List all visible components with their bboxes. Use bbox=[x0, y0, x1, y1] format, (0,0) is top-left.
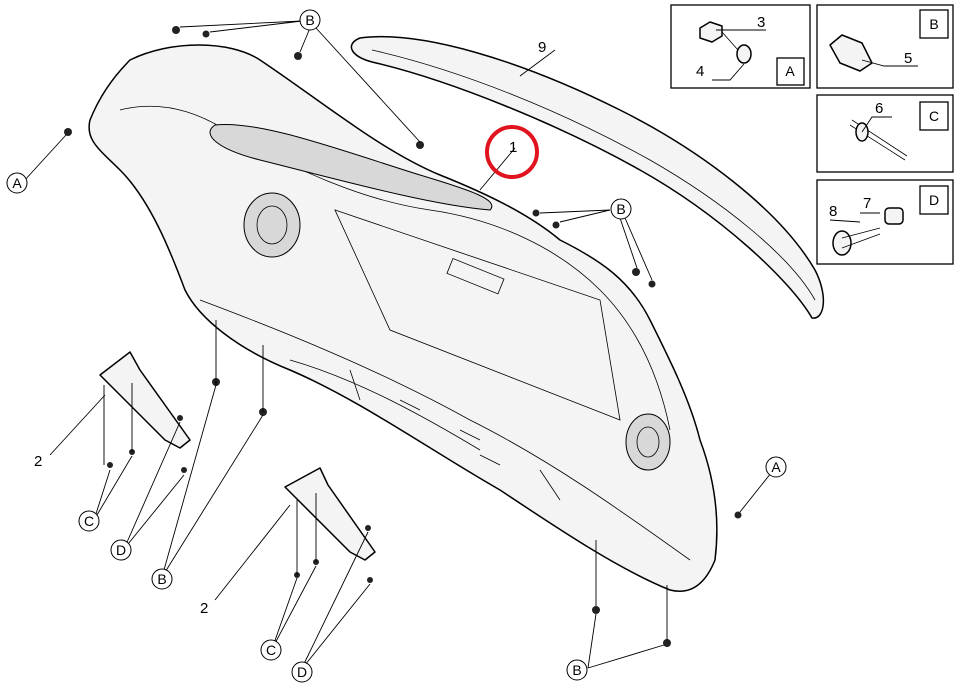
upper-opening bbox=[209, 123, 493, 211]
callout-b-mid: B bbox=[610, 198, 632, 220]
svg-text:4: 4 bbox=[696, 63, 704, 80]
callout-d-left: D bbox=[110, 539, 132, 561]
callout-b-bottom: B bbox=[566, 659, 588, 681]
nut-icon bbox=[699, 21, 723, 43]
right-reflector bbox=[625, 413, 671, 471]
svg-text:C: C bbox=[266, 642, 276, 658]
grommet-icon bbox=[884, 207, 904, 225]
inset-d[interactable]: D 7 8 bbox=[816, 179, 954, 265]
svg-text:7: 7 bbox=[863, 195, 871, 212]
leader-lines bbox=[23, 20, 776, 671]
part-number-2-right: 2 bbox=[200, 600, 208, 617]
callout-b-top: B bbox=[299, 9, 321, 31]
part-numbers: 1 2 2 9 bbox=[34, 39, 546, 617]
highlight-circle bbox=[485, 125, 539, 179]
spoiler-part[interactable] bbox=[350, 35, 825, 319]
part-number-2-left: 2 bbox=[34, 453, 42, 470]
license-plate-recess bbox=[334, 209, 621, 421]
part-number-9: 9 bbox=[538, 39, 546, 56]
svg-text:8: 8 bbox=[829, 203, 837, 220]
pin-icon bbox=[832, 230, 852, 256]
callout-a-right: A bbox=[765, 456, 787, 478]
svg-text:B: B bbox=[616, 201, 625, 217]
svg-text:6: 6 bbox=[875, 100, 883, 117]
svg-text:D: D bbox=[297, 664, 307, 680]
svg-text:B: B bbox=[572, 662, 581, 678]
svg-text:B: B bbox=[157, 571, 166, 587]
left-reflector bbox=[243, 192, 301, 258]
inset-c[interactable]: C 6 bbox=[816, 94, 954, 173]
inset-a[interactable]: A 3 4 bbox=[670, 4, 811, 89]
letter-callouts: A B B A C D B C D B bbox=[6, 9, 787, 683]
svg-text:A: A bbox=[12, 175, 22, 191]
inset-b[interactable]: B 5 bbox=[816, 4, 954, 89]
callout-c-left: C bbox=[78, 510, 100, 532]
svg-text:B: B bbox=[305, 12, 314, 28]
callout-a-left: A bbox=[6, 172, 28, 194]
svg-text:D: D bbox=[929, 192, 939, 208]
callout-b-left: B bbox=[151, 568, 173, 590]
svg-text:A: A bbox=[771, 459, 781, 475]
svg-text:D: D bbox=[116, 542, 126, 558]
svg-text:C: C bbox=[84, 513, 94, 529]
part-number-1: 1 bbox=[509, 139, 517, 156]
svg-text:C: C bbox=[929, 108, 939, 124]
callout-d-right: D bbox=[291, 661, 313, 683]
svg-text:5: 5 bbox=[904, 50, 912, 67]
right-bracket[interactable] bbox=[284, 467, 376, 561]
fasteners bbox=[64, 26, 742, 647]
left-bracket[interactable] bbox=[99, 351, 191, 449]
svg-text:B: B bbox=[929, 16, 938, 32]
svg-text:A: A bbox=[785, 63, 795, 79]
bumper-cover-part[interactable] bbox=[88, 44, 718, 592]
svg-text:3: 3 bbox=[757, 14, 765, 31]
bolt-icon bbox=[736, 44, 752, 64]
callout-c-right: C bbox=[260, 639, 282, 661]
